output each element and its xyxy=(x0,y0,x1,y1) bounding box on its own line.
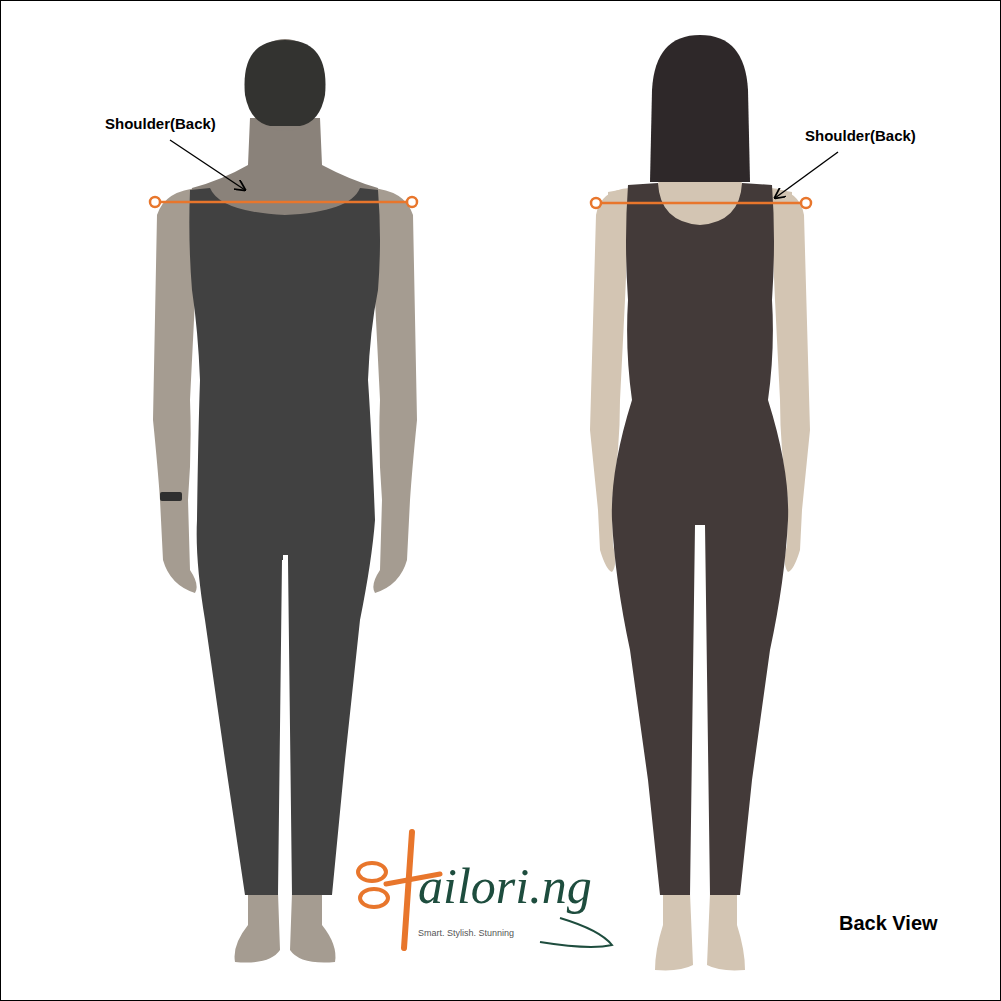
view-label: Back View xyxy=(839,912,938,935)
part-label: Shoulder(Back) xyxy=(105,115,216,132)
view-label-slot: Back View xyxy=(839,912,938,935)
leg-gap xyxy=(283,555,288,965)
head xyxy=(245,39,325,131)
left-foot xyxy=(235,893,280,963)
leader-arrow xyxy=(775,152,838,198)
part-label-slot: Shoulder(Back) xyxy=(805,127,916,145)
male-figure xyxy=(153,39,417,965)
scissor-blade xyxy=(404,832,412,948)
scissor-ring xyxy=(358,863,386,881)
measure-line xyxy=(601,202,801,205)
shoulder-measure xyxy=(150,197,811,208)
measure-end xyxy=(150,197,160,207)
hair xyxy=(650,35,750,182)
logo-swoosh xyxy=(540,918,612,947)
logo-wordmark: ailori.ng xyxy=(418,858,592,916)
measure-end xyxy=(407,197,417,207)
logo-tagline: Smart. Stylish. Stunning xyxy=(418,928,514,938)
part-label: Shoulder(Back) xyxy=(805,127,916,144)
part-label-slot: Shoulder(Back) xyxy=(105,115,216,133)
logo-wordmark-slot: ailori.ng xyxy=(418,858,592,916)
head-cap xyxy=(245,40,326,126)
measure-line xyxy=(160,201,407,204)
leader-arrow xyxy=(170,140,245,190)
left-foot xyxy=(655,893,693,970)
right-foot xyxy=(707,893,745,970)
wristwatch xyxy=(160,492,182,501)
female-figure xyxy=(590,35,810,970)
logo-tagline-slot: Smart. Stylish. Stunning xyxy=(418,922,514,940)
bodysuit xyxy=(612,183,788,895)
measure-end xyxy=(591,198,601,208)
scissor-ring xyxy=(360,889,388,907)
measure-end xyxy=(801,198,811,208)
right-foot xyxy=(290,893,335,963)
